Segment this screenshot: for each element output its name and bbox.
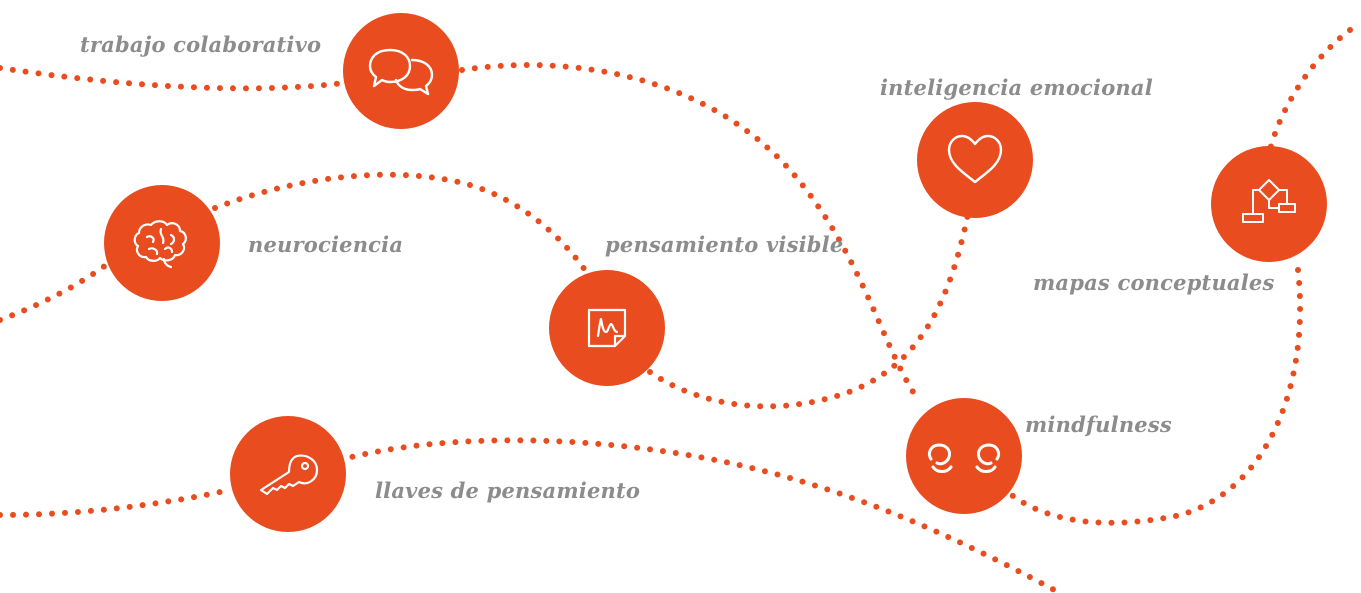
heart-icon xyxy=(947,134,1003,184)
sticky-note-icon xyxy=(587,308,627,348)
speech-bubbles-icon xyxy=(368,48,434,96)
label-pensamiento-visible: pensamiento visible xyxy=(605,232,844,257)
label-llaves-de-pensamiento: llaves de pensamiento xyxy=(375,478,641,503)
key-icon xyxy=(259,454,319,496)
label-trabajo-colaborativo: trabajo colaborativo xyxy=(80,32,322,57)
path-left-to-neuro xyxy=(0,259,113,323)
node-trabajo-colaborativo[interactable] xyxy=(343,13,459,129)
path-llaves-to-end xyxy=(337,437,1063,593)
label-mindfulness: mindfulness xyxy=(1025,412,1172,437)
node-llaves-de-pensamiento[interactable] xyxy=(230,416,346,532)
brain-icon xyxy=(133,220,187,269)
node-neurociencia[interactable] xyxy=(104,185,220,301)
label-mapas-conceptuales: mapas conceptuales xyxy=(1033,270,1275,295)
label-neurociencia: neurociencia xyxy=(248,232,404,257)
path-trabajo-to-mindfulness xyxy=(459,62,918,398)
path-left-to-llaves xyxy=(0,487,233,518)
label-inteligencia-emocional: inteligencia emocional xyxy=(880,75,1153,100)
node-inteligencia-emocional[interactable] xyxy=(917,102,1033,218)
node-mapas-conceptuales[interactable] xyxy=(1211,146,1327,262)
hands-icon xyxy=(927,443,1001,473)
node-pensamiento-visible[interactable] xyxy=(549,270,665,386)
path-neuro-to-pensamiento xyxy=(212,171,588,273)
path-trabajo xyxy=(0,65,355,92)
node-mindfulness[interactable] xyxy=(906,398,1022,514)
path-mapas-up xyxy=(1267,27,1353,153)
flowchart-icon xyxy=(1242,179,1296,223)
path-pensamiento-to-inteligencia xyxy=(647,211,971,410)
path-mapas-to-mindfulness xyxy=(997,267,1304,526)
